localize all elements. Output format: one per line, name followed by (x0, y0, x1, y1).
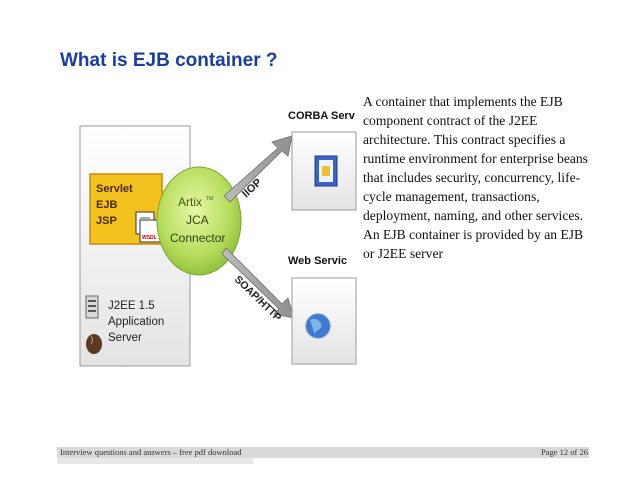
page-number: Page 12 of 26 (541, 447, 588, 457)
footer-underline (57, 458, 253, 464)
coffee-cup-icon (86, 334, 102, 354)
servlet-label: Servlet (96, 183, 133, 195)
artix-connector-ball (156, 166, 242, 276)
corba-service-label: CORBA Serv (288, 110, 356, 122)
application-label: Application (108, 316, 164, 328)
corba-document-icon (314, 155, 338, 187)
connector-label: Connector (170, 231, 225, 245)
j2ee-label: J2EE 1.5 (108, 300, 155, 312)
artix-label: Artix (178, 195, 202, 209)
web-service-label: Web Servic (288, 255, 347, 267)
iiop-arrow: IIOP (223, 135, 293, 203)
jsp-label: JSP (96, 215, 117, 227)
document-icon: WSDL (135, 211, 161, 243)
footer-source: Interview questions and answers – free p… (60, 447, 242, 457)
slide-title: What is EJB container ? (60, 50, 278, 71)
server-label: Server (108, 332, 142, 344)
body-text: A container that implements the EJB comp… (363, 94, 588, 261)
wsdl-label: WSDL (142, 235, 157, 241)
footer-bar (57, 447, 589, 458)
globe-icon (305, 313, 331, 339)
artix-tm-label: TM (206, 196, 213, 202)
ejb-label: EJB (96, 199, 117, 211)
architecture-diagram: Servlet EJB JSP WSDL J2EE 1.5 Applicatio… (79, 110, 357, 367)
server-icon (85, 295, 99, 319)
jca-label: JCA (186, 213, 209, 227)
soap-http-arrow: SOAP/HTTP (221, 247, 295, 324)
